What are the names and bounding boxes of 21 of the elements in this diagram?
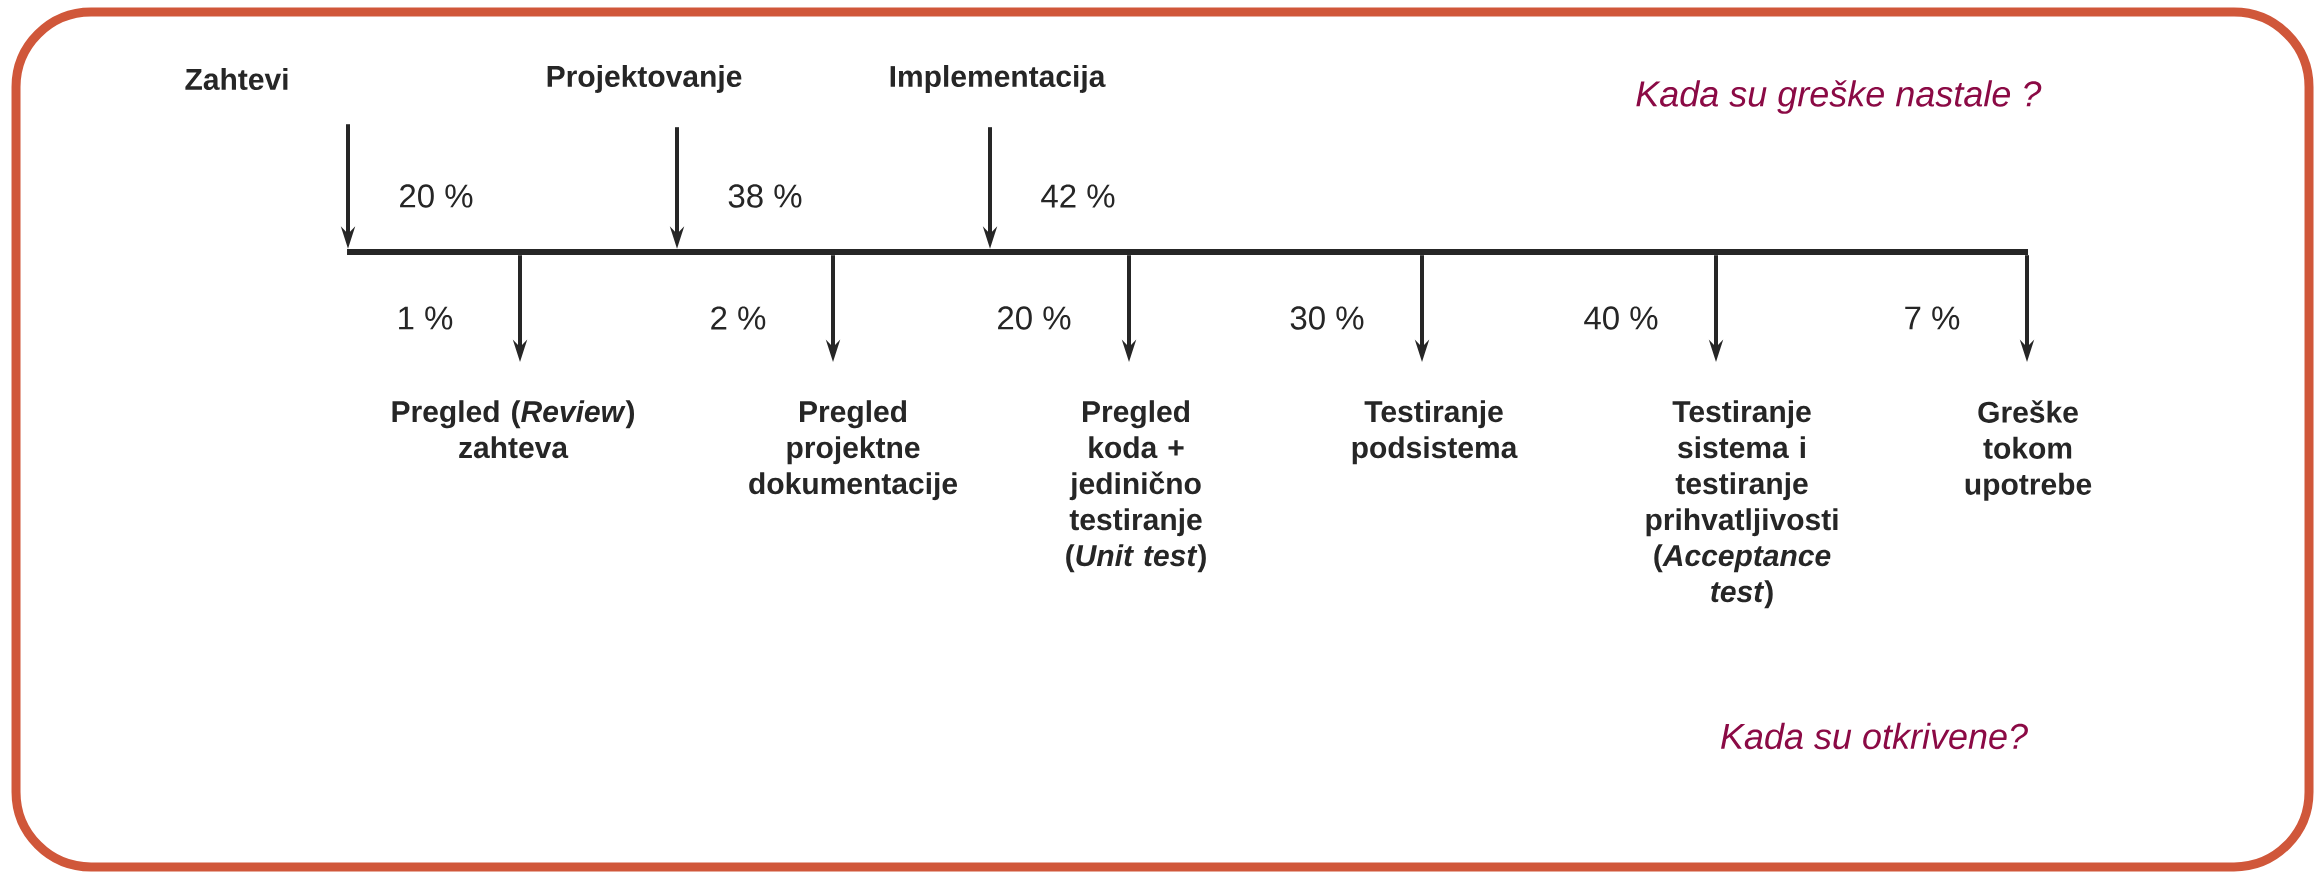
- activity-label: Testiranje podsistema: [1352, 400, 1518, 465]
- phase-label: Zahtevi: [185, 68, 288, 90]
- activity-label: Greške tokom upotrebe: [1965, 400, 2092, 501]
- percentage-label: 7 %: [1905, 306, 1960, 330]
- percentage-label: 20 %: [400, 184, 473, 208]
- activity-label: Pregled (Review) zahteva: [392, 400, 635, 459]
- timeline-bar: [347, 249, 2028, 255]
- question-text: Kada su otkrivene?: [1721, 722, 2028, 750]
- question-text: Kada su greške nastale ?: [1636, 80, 2042, 114]
- percentage-label: 2 %: [711, 306, 766, 330]
- activity-label: Testiranje sistema i testiranje prihvatljivosti (Acceptance test): [1646, 400, 1838, 609]
- percentage-label: 40 %: [1584, 306, 1658, 330]
- activity-label: Pregled koda + jedinično testiranje (Unit test): [1066, 400, 1206, 573]
- percentage-label: 30 %: [1290, 306, 1364, 330]
- phase-label: Projektovanje: [547, 65, 742, 93]
- percentage-label: 20 %: [998, 306, 1071, 330]
- phase-label: Implementacija: [890, 65, 1106, 93]
- percentage-label: 38 %: [728, 184, 802, 208]
- activity-label: Pregled projektne dokumentacije: [749, 400, 958, 501]
- percentage-label: 1 %: [399, 306, 453, 330]
- percentage-label: 42 %: [1041, 184, 1115, 208]
